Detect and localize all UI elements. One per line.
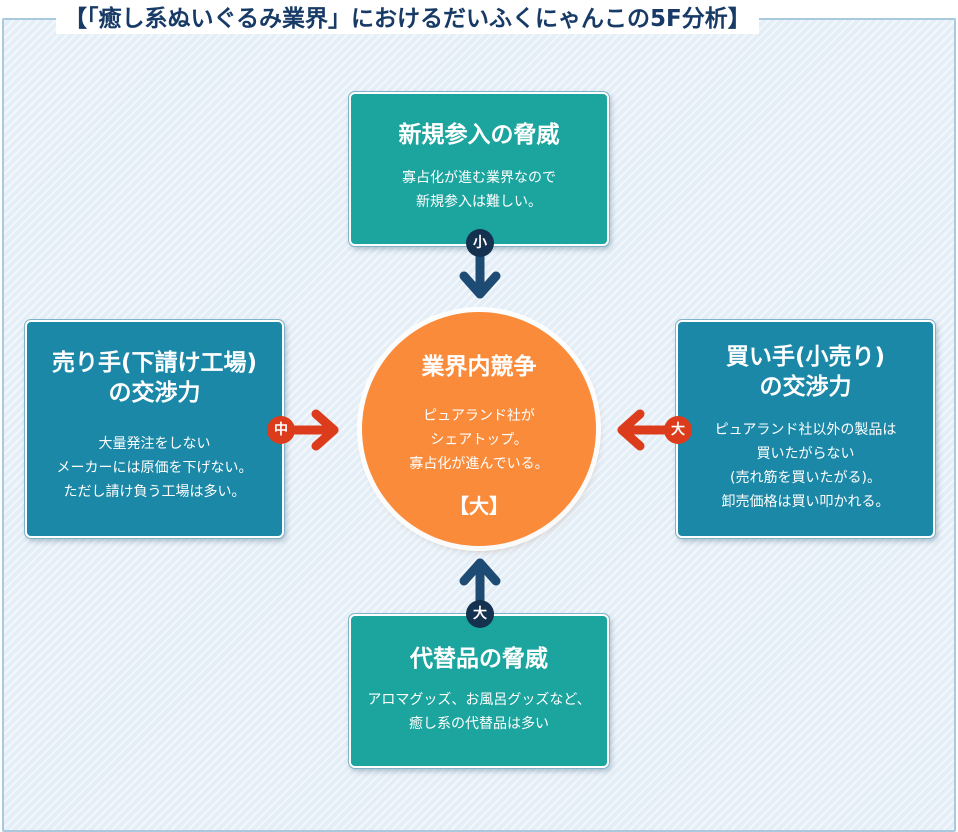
buyers-title: 買い手(小売り) の交渉力 bbox=[678, 342, 933, 402]
new-entrants-title: 新規参入の脅威 bbox=[398, 122, 560, 148]
suppliers-line: ただし請け負う工場は多い。 bbox=[63, 484, 246, 500]
industry-rivalry-line: ピュアランド社が bbox=[423, 408, 535, 424]
suppliers-description: 大量発注をしない メーカーには原価を下げない。 ただし請け負う工場は多い。 bbox=[27, 432, 282, 504]
industry-rivalry-level: 【大】 bbox=[449, 494, 509, 518]
new-entrants-level-badge: 小 bbox=[466, 229, 494, 257]
substitutes-line: 癒し系の代替品は多い bbox=[409, 716, 549, 732]
buyers-description: ピュアランド社以外の製品は 買いたがらない (売れ筋を買いたがる)。 卸売価格は… bbox=[678, 418, 933, 514]
suppliers-title-line: の交渉力 bbox=[108, 380, 201, 406]
suppliers-line: 大量発注をしない bbox=[98, 436, 211, 452]
substitutes-title: 代替品の脅威 bbox=[410, 646, 548, 672]
suppliers-line: メーカーには原価を下げない。 bbox=[56, 460, 253, 476]
new-entrants-box: 新規参入の脅威 寡占化が進む業界なので 新規参入は難しい。 bbox=[349, 92, 609, 246]
new-entrants-line: 新規参入は難しい。 bbox=[416, 194, 542, 210]
buyers-title-line: 買い手(小売り) bbox=[725, 344, 886, 370]
buyers-level-badge: 大 bbox=[664, 416, 692, 444]
suppliers-title-line: 売り手(下請け工場) bbox=[51, 350, 258, 376]
buyers-line: ピュアランド社以外の製品は bbox=[714, 422, 897, 438]
buyers-line: (売れ筋を買いたがる)。 bbox=[730, 470, 881, 486]
buyers-title-line: の交渉力 bbox=[759, 374, 852, 400]
suppliers-box: 売り手(下請け工場) の交渉力 大量発注をしない メーカーには原価を下げない。 … bbox=[25, 320, 284, 538]
industry-rivalry-title: 業界内競争 bbox=[421, 354, 537, 380]
page-title: 【「癒し系ぬいぐるみ業界」におけるだいふくにゃんこの5F分析】 bbox=[56, 4, 759, 34]
industry-rivalry-line: シェアトップ。 bbox=[430, 432, 528, 448]
industry-rivalry-line: 寡占化が進んでいる。 bbox=[409, 456, 549, 472]
substitutes-box: 代替品の脅威 アロマグッズ、お風呂グッズなど、 癒し系の代替品は多い bbox=[349, 614, 609, 768]
buyers-line: 卸売価格は買い叩かれる。 bbox=[721, 494, 890, 510]
suppliers-level-badge: 中 bbox=[267, 416, 295, 444]
new-entrants-description: 寡占化が進む業界なので 新規参入は難しい。 bbox=[351, 166, 607, 214]
substitutes-line: アロマグッズ、お風呂グッズなど、 bbox=[367, 692, 591, 708]
industry-rivalry-circle: 業界内競争 ピュアランド社が シェアトップ。 寡占化が進んでいる。 【大】 bbox=[362, 312, 596, 546]
industry-rivalry-description: ピュアランド社が シェアトップ。 寡占化が進んでいる。 bbox=[362, 404, 596, 476]
substitutes-level-badge: 大 bbox=[466, 600, 494, 628]
suppliers-title: 売り手(下請け工場) の交渉力 bbox=[27, 348, 282, 408]
buyers-box: 買い手(小売り) の交渉力 ピュアランド社以外の製品は 買いたがらない (売れ筋… bbox=[676, 320, 935, 538]
buyers-line: 買いたがらない bbox=[756, 446, 855, 462]
new-entrants-line: 寡占化が進む業界なので bbox=[402, 170, 556, 186]
substitutes-description: アロマグッズ、お風呂グッズなど、 癒し系の代替品は多い bbox=[351, 688, 607, 736]
